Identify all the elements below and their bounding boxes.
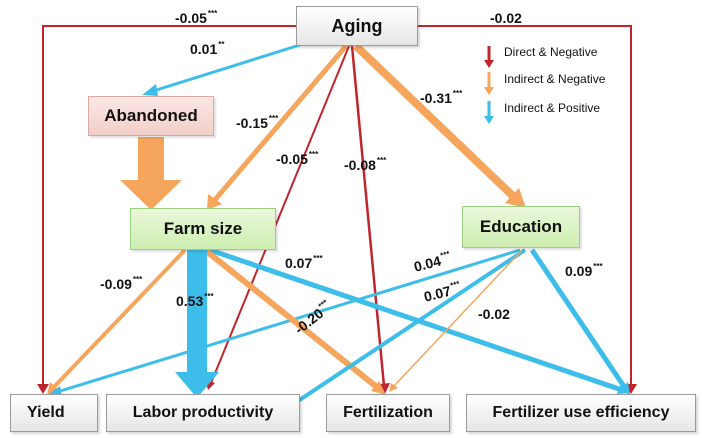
arrowhead-aging-yield xyxy=(37,384,49,394)
coef-aging-education: -0.31*** xyxy=(420,89,463,106)
coef-aging-labor: -0.05*** xyxy=(276,150,319,167)
node-aging: Aging xyxy=(296,6,418,46)
edge-aging-labor xyxy=(210,45,350,384)
arrowhead-farmsize-fertilization xyxy=(371,381,386,395)
edge-farmsize-fue xyxy=(209,247,623,393)
edge-education-yield xyxy=(56,248,521,394)
node-abandoned: Abandoned xyxy=(88,96,214,136)
legend-label-indirect-positive: Indirect & Positive xyxy=(504,101,601,115)
edge-aging-fue xyxy=(418,25,632,392)
arrowhead-aging-fertilization xyxy=(379,383,390,394)
arrowhead-farmsize-yield xyxy=(47,382,59,395)
arrowhead-education-fertilization xyxy=(389,383,398,392)
arrowhead-education-yield xyxy=(49,386,62,396)
arrowhead-aging-education xyxy=(505,188,526,208)
coef-farmsize-labor: 0.53*** xyxy=(176,292,214,309)
edge-education-fertilization xyxy=(393,249,523,387)
coef-farmsize-fue: 0.07*** xyxy=(285,254,323,271)
coef-farmsize-yield: -0.09*** xyxy=(100,275,143,292)
edge-aging-education xyxy=(353,43,518,201)
legend-arrowhead-indirect-positive xyxy=(484,116,494,124)
edge-aging-abandoned xyxy=(149,36,323,94)
edge-farmsize-labor xyxy=(175,250,219,398)
legend-label-direct-negative: Direct & Negative xyxy=(504,45,598,59)
coef-aging-fue: -0.02 xyxy=(490,10,522,26)
coef-education-fue: 0.09*** xyxy=(565,262,603,279)
edge-aging-fertilization xyxy=(350,45,386,387)
arrowhead-education-fue xyxy=(618,382,630,395)
coef-aging-fertilization: -0.08*** xyxy=(344,156,387,173)
edge-education-fue xyxy=(529,248,628,390)
edge-education-labor xyxy=(290,248,527,407)
legend-arrowhead-indirect-negative xyxy=(484,87,494,95)
legend-label-indirect-negative: Indirect & Negative xyxy=(504,72,606,86)
edge-aging-farmsize xyxy=(211,44,348,204)
node-education: Education xyxy=(462,206,580,248)
node-fertilization: Fertilization xyxy=(326,394,450,432)
node-yield: Yield xyxy=(10,394,98,432)
edge-abandoned-farmsize xyxy=(120,137,182,210)
node-farm-size: Farm size xyxy=(130,208,276,250)
legend-arrowhead-direct-negative xyxy=(484,60,494,68)
edge-farmsize-yield xyxy=(51,248,187,390)
arrowhead-aging-farmsize xyxy=(207,194,222,210)
edge-aging-yield xyxy=(42,25,296,392)
arrowhead-aging-abandoned xyxy=(142,84,158,96)
coef-aging-farmsize: -0.15*** xyxy=(236,114,279,131)
coef-aging-abandoned: 0.01** xyxy=(190,40,225,57)
node-labor-productivity: Labor productivity xyxy=(106,394,300,432)
node-fertilizer-use-efficiency: Fertilizer use efficiency xyxy=(466,394,696,432)
coef-education-fertilization: -0.02 xyxy=(478,306,510,322)
coef-aging-yield: -0.05*** xyxy=(175,9,218,26)
